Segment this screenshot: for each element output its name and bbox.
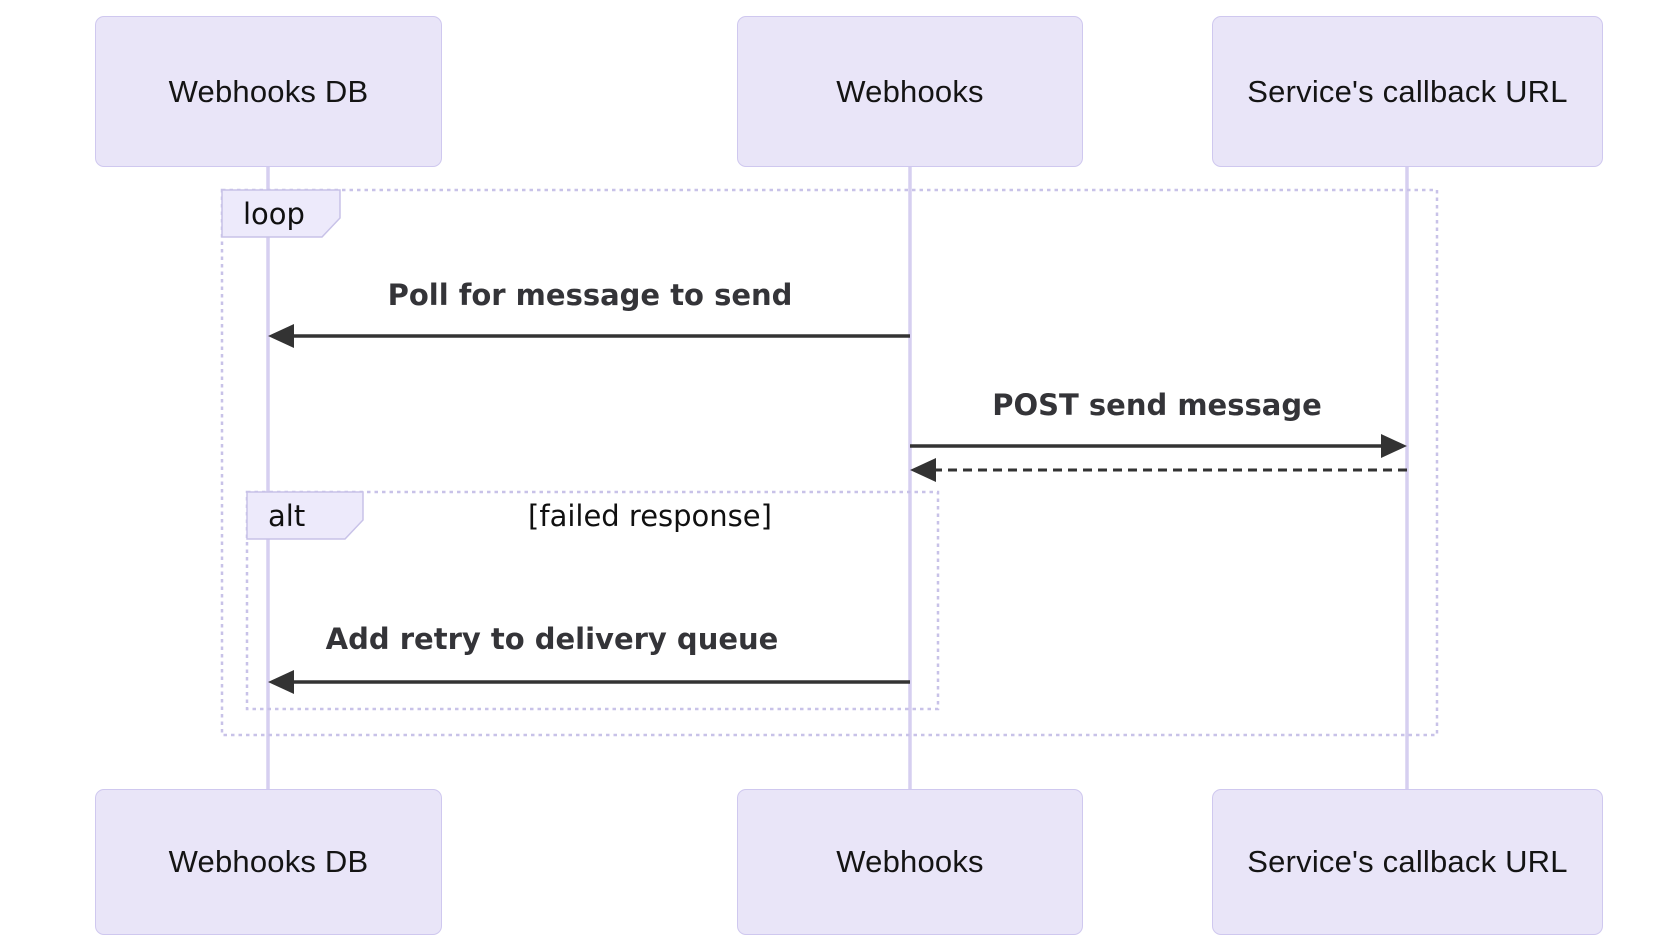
participant-label: Service's callback URL [1247, 844, 1568, 879]
arrowhead-right-post [1381, 434, 1407, 458]
loop-frame-border [220, 188, 1439, 737]
arrowhead-left-poll [268, 324, 294, 348]
participant-label: Webhooks DB [168, 73, 369, 109]
message-label-post: POST send message [992, 388, 1322, 422]
participant-label: Webhooks [836, 73, 984, 109]
loop-frame-label: loop [243, 197, 305, 231]
participant-label: Webhooks DB [168, 844, 369, 879]
participant-label: Webhooks [836, 844, 984, 879]
participant-label: Service's callback URL [1247, 73, 1568, 109]
arrowhead-left-retry [268, 670, 294, 694]
alt-condition-label: [failed response] [528, 499, 772, 533]
participant-bottom-webhooks-db: Webhooks DB [95, 789, 442, 935]
arrowhead-left-response [910, 458, 936, 482]
participant-top-webhooks-db: Webhooks DB [95, 16, 442, 167]
participant-top-service-callback-url: Service's callback URL [1212, 16, 1603, 167]
participant-bottom-webhooks: Webhooks [737, 789, 1083, 935]
message-label-retry: Add retry to delivery queue [325, 622, 779, 656]
alt-frame-border [245, 490, 940, 711]
participant-top-webhooks: Webhooks [737, 16, 1083, 167]
message-label-poll: Poll for message to send [387, 278, 793, 312]
participant-bottom-service-callback-url: Service's callback URL [1212, 789, 1603, 935]
loop-label-tab [221, 189, 341, 238]
alt-label-tab [246, 491, 364, 540]
alt-frame-label: alt [268, 499, 306, 533]
